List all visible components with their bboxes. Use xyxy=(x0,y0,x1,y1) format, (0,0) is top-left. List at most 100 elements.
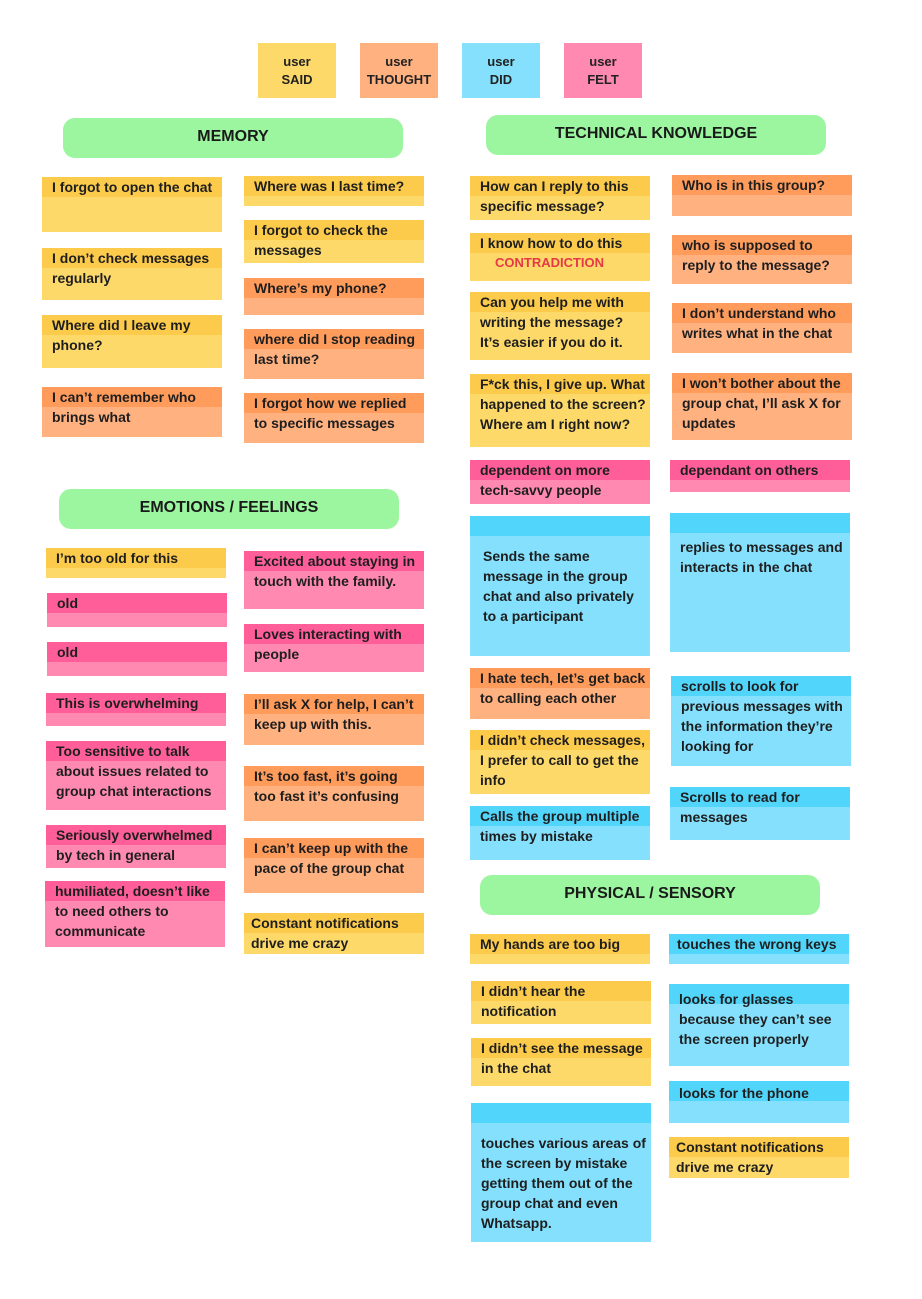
legend-said: user SAID xyxy=(258,43,336,98)
note-text: looks for the phone xyxy=(679,1085,809,1101)
sticky-note: old xyxy=(47,593,227,627)
sticky-note: Where was I last time? xyxy=(244,176,424,206)
sticky-note: I didn’t check messages, I prefer to cal… xyxy=(470,730,650,794)
legend-felt-line2: FELT xyxy=(587,72,619,87)
sticky-note: I hate tech, let’s get back to calling e… xyxy=(470,668,650,719)
sticky-note: where did I stop reading last time? xyxy=(244,329,424,379)
legend-thought-line2: THOUGHT xyxy=(366,72,432,87)
note-text: dependent on more tech-savvy people xyxy=(480,462,610,498)
note-text: replies to messages and interacts in the… xyxy=(680,539,843,575)
sticky-note: I don’t check messages regularly xyxy=(42,248,222,300)
sticky-note: Too sensitive to talk about issues relat… xyxy=(46,741,226,810)
sticky-note: I can’t remember who brings what xyxy=(42,387,222,437)
sticky-note: I can’t keep up with the pace of the gro… xyxy=(244,838,424,893)
note-text: scrolls to look for previous messages wi… xyxy=(681,678,843,754)
sticky-note: dependent on more tech-savvy people xyxy=(470,460,650,504)
note-text: Can you help me with writing the message… xyxy=(480,294,624,350)
sticky-note: Where’s my phone? xyxy=(244,278,424,315)
section-header-memory: MEMORY xyxy=(63,118,403,158)
sticky-note: replies to messages and interacts in the… xyxy=(670,513,850,652)
note-text: I forgot to check the messages xyxy=(254,222,388,258)
sticky-note: Where did I leave my phone? xyxy=(42,315,222,368)
sticky-note: I’ll ask X for help, I can’t keep up wit… xyxy=(244,694,424,745)
sticky-note: who is supposed to reply to the message? xyxy=(672,235,852,284)
sticky-note: Sends the same message in the group chat… xyxy=(470,516,650,656)
note-text: dependant on others xyxy=(680,462,819,478)
sticky-note: F*ck this, I give up. What happened to t… xyxy=(470,374,650,447)
sticky-note: dependant on others xyxy=(670,460,850,492)
note-text: Loves interacting with people xyxy=(254,626,402,662)
note-text: I’ll ask X for help, I can’t keep up wit… xyxy=(254,696,414,732)
sticky-note: Loves interacting with people xyxy=(244,624,424,672)
sticky-note: Calls the group multiple times by mistak… xyxy=(470,806,650,860)
sticky-note: scrolls to look for previous messages wi… xyxy=(671,676,851,766)
note-text: humiliated, doesn’t like to need others … xyxy=(55,883,210,939)
sticky-note: I forgot to check the messages xyxy=(244,220,424,263)
note-text: How can I reply to this specific message… xyxy=(480,178,629,214)
sticky-note: My hands are too big xyxy=(470,934,650,964)
note-text: I forgot to open the chat xyxy=(52,179,213,195)
legend-thought: user THOUGHT xyxy=(360,43,438,98)
sticky-note: looks for glasses because they can’t see… xyxy=(669,984,849,1066)
section-header-technical: TECHNICAL KNOWLEDGE xyxy=(486,115,826,155)
note-text: Who is in this group? xyxy=(682,177,826,193)
note-text: I can’t keep up with the pace of the gro… xyxy=(254,840,409,876)
note-text: It’s too fast, it’s going too fast it’s … xyxy=(254,768,399,804)
legend-felt: user FELT xyxy=(564,43,642,98)
note-text: Where’s my phone? xyxy=(254,280,387,296)
sticky-note: I forgot to open the chat xyxy=(42,177,222,232)
note-text: I forgot how we replied to specific mess… xyxy=(254,395,407,431)
note-text: Too sensitive to talk about issues relat… xyxy=(56,743,212,799)
legend-did-line2: DID xyxy=(489,72,513,87)
sticky-note: I didn’t see the message in the chat xyxy=(471,1038,651,1086)
sticky-note: I know how to do this CONTRADICTION xyxy=(470,233,650,281)
sticky-note: It’s too fast, it’s going too fast it’s … xyxy=(244,766,424,821)
sticky-note: This is overwhelming xyxy=(46,693,226,726)
sticky-note: Constant notifications drive me crazy xyxy=(669,1137,849,1178)
sticky-note: I don’t understand who writes what in th… xyxy=(672,303,852,353)
legend-said-line1: user xyxy=(283,54,311,69)
note-text: Constant notifications drive me crazy xyxy=(676,1139,824,1175)
sticky-note: How can I reply to this specific message… xyxy=(470,176,650,220)
legend-did: user DID xyxy=(462,43,540,98)
section-header-physical: PHYSICAL / SENSORY xyxy=(480,875,820,915)
note-text: looks for glasses because they can’t see… xyxy=(679,991,832,1047)
sticky-note: Excited about staying in touch with the … xyxy=(244,551,424,609)
note-text: Scrolls to read for messages xyxy=(680,789,800,825)
sticky-note: Who is in this group? xyxy=(672,175,852,216)
sticky-note: Can you help me with writing the message… xyxy=(470,292,650,360)
note-text: I’m too old for this xyxy=(56,550,179,566)
note-text: touches various areas of the screen by m… xyxy=(481,1135,646,1231)
note-text: This is overwhelming xyxy=(56,695,199,711)
note-text: Sends the same message in the group chat… xyxy=(483,548,634,624)
note-text: Excited about staying in touch with the … xyxy=(254,553,416,589)
sticky-note: I forgot how we replied to specific mess… xyxy=(244,393,424,443)
note-text: I didn’t check messages, I prefer to cal… xyxy=(480,732,645,788)
legend-felt-line1: user xyxy=(589,54,617,69)
note-text: My hands are too big xyxy=(480,936,621,952)
legend-said-line2: SAID xyxy=(281,72,313,87)
sticky-note: I won’t bother about the group chat, I’l… xyxy=(672,373,852,440)
note-text: Where was I last time? xyxy=(254,178,405,194)
note-text: I didn’t hear the notification xyxy=(481,983,586,1019)
sticky-note: looks for the phone xyxy=(669,1081,849,1123)
sticky-note: Seriously overwhelmed by tech in general xyxy=(46,825,226,868)
legend-did-line1: user xyxy=(487,54,515,69)
sticky-note: Scrolls to read for messages xyxy=(670,787,850,840)
sticky-note: humiliated, doesn’t like to need others … xyxy=(45,881,225,947)
note-text: I don’t understand who writes what in th… xyxy=(682,305,836,341)
sticky-note: touches various areas of the screen by m… xyxy=(471,1103,651,1242)
note-text: Constant notifications drive me crazy xyxy=(251,915,399,951)
note-text: where did I stop reading last time? xyxy=(254,331,416,367)
note-text: I know how to do this xyxy=(480,235,623,251)
note-text: old xyxy=(57,595,78,611)
sticky-note: Constant notifications drive me crazy xyxy=(244,913,424,954)
note-text: who is supposed to reply to the message? xyxy=(682,237,830,273)
note-text: old xyxy=(57,644,78,660)
sticky-note: I didn’t hear the notification xyxy=(471,981,651,1024)
note-text: Seriously overwhelmed by tech in general xyxy=(56,827,213,863)
note-text: I didn’t see the message in the chat xyxy=(481,1040,643,1076)
note-text: I don’t check messages regularly xyxy=(52,250,210,286)
note-text: F*ck this, I give up. What happened to t… xyxy=(480,376,646,432)
contradiction-label: CONTRADICTION xyxy=(495,255,605,270)
